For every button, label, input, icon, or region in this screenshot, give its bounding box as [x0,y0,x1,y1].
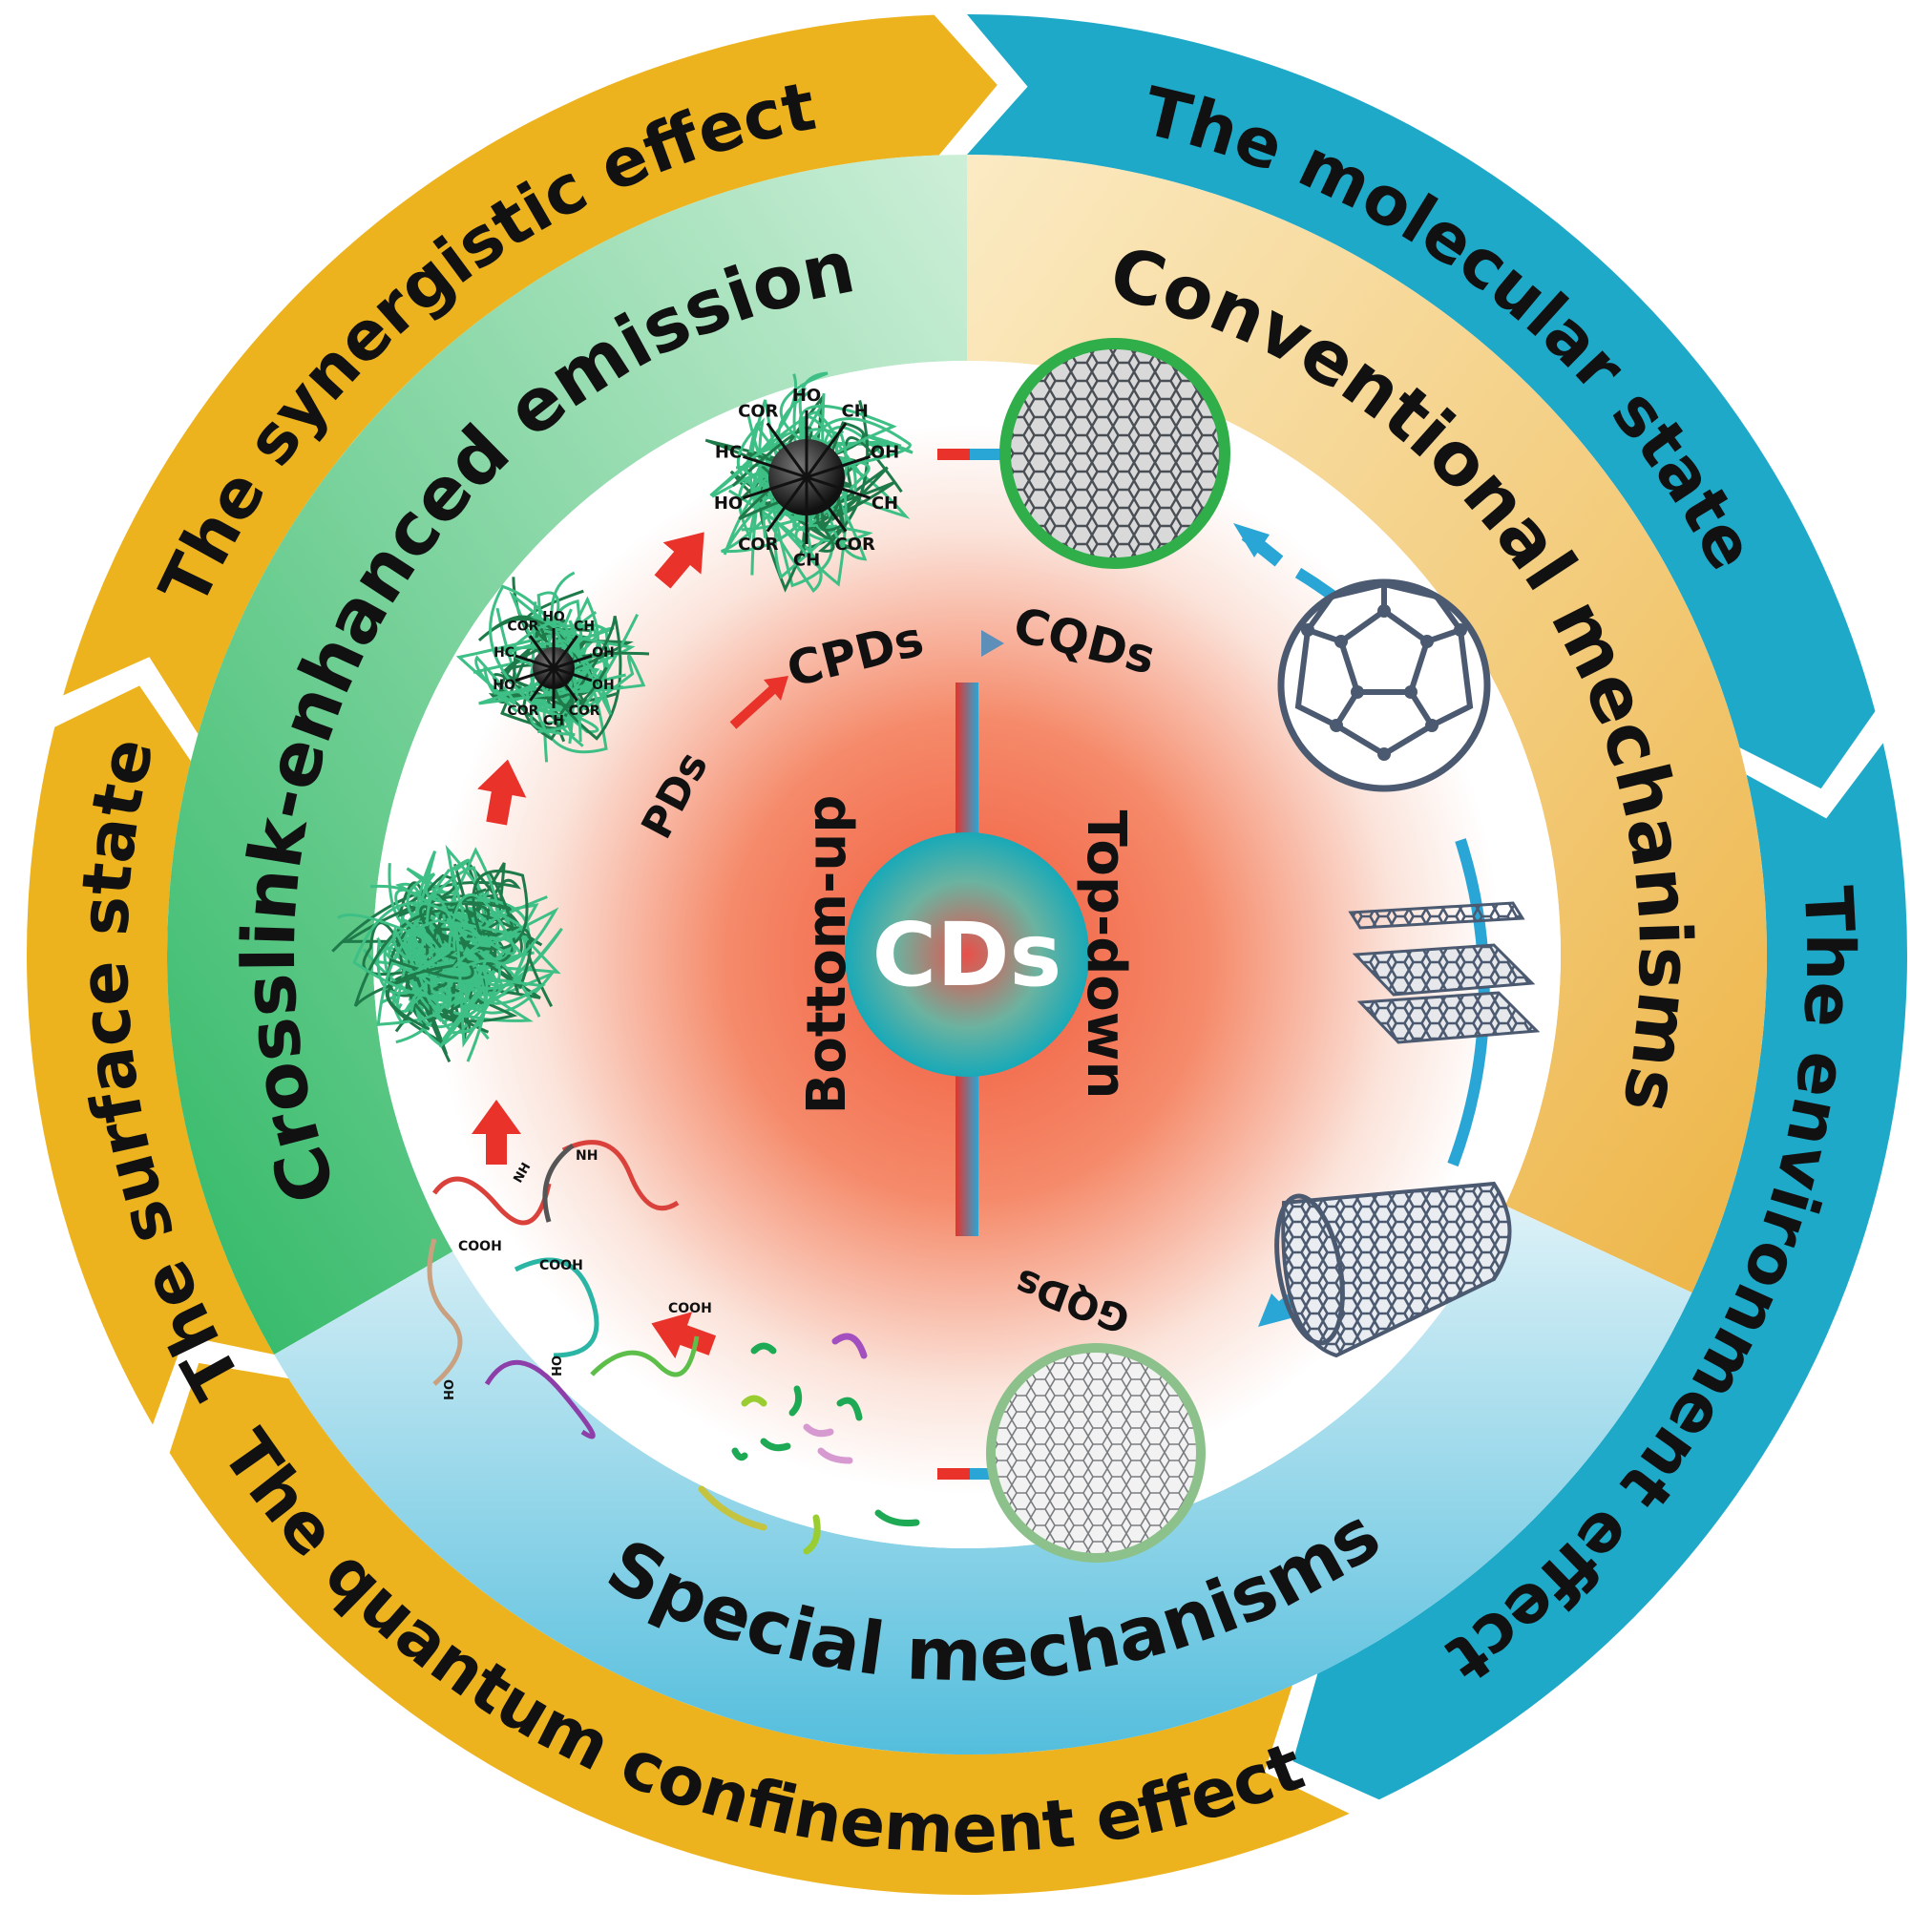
middle-segment-conventional [967,155,1768,1293]
group-label: HC [715,443,742,463]
fragment [750,1342,777,1355]
precursor-chain [431,1176,552,1226]
group-label: OH [592,645,615,661]
precursor-chain [427,1238,463,1386]
fragment [817,1447,853,1464]
precursor-group-label: COOH [539,1258,583,1273]
cqds-graphene-icon [999,338,1230,569]
connector-bottom [937,1468,970,1480]
cds-label: CDs [872,904,1062,1006]
group-label: CH [842,402,869,422]
group-label: OH [871,443,899,463]
group-label: CH [793,551,820,571]
group-label: HO [714,494,743,514]
connector-top [937,449,970,460]
outer-segment-surface [26,685,275,1425]
cpd-small-groups: HO CH OH OH COR CH COR HO HC COR [493,609,614,728]
group-label: COR [738,535,779,555]
group-label: COR [507,704,538,719]
pds-arrow [729,685,777,729]
red-arrow-4 [654,532,704,589]
fragment [788,1385,803,1417]
polymer-tangle-large [331,844,563,1062]
group-label: COR [834,535,875,555]
outer-segment-molecular [967,14,1876,789]
fragment [836,1397,863,1421]
group-label: CH [574,620,595,635]
group-label: COR [507,620,538,635]
middle-segment-crosslink [167,155,967,1355]
outer-ring [26,14,1908,1896]
middle-ring [167,155,1768,1755]
molecular-fragments [698,1333,920,1555]
fragment [698,1485,767,1531]
precursor-chain [514,1257,599,1358]
fragment [803,1423,834,1438]
cpd-large-groups: HO CH OH CH COR CH COR HO HC COR [714,386,899,570]
cds-center-circle [845,832,1089,1077]
fragment [731,1447,748,1461]
bottom-up-arrows [472,532,717,1359]
group-label: HO [792,386,821,406]
middle-segment-special [274,1205,1692,1755]
nanotube-icon [1274,1181,1512,1358]
precursor-group-label: COOH [668,1301,712,1316]
fragment [831,1333,868,1359]
precursor-chain [590,1335,700,1377]
fullerene-icon [1277,578,1491,792]
group-label: HO [493,678,515,693]
precursor-group-label: OH [548,1355,562,1376]
group-label: OH [592,678,615,693]
bottom-up-label: Bottom-up [796,795,858,1115]
group-label: COR [569,704,600,719]
outer-segment-environment [1292,743,1908,1800]
group-label: COR [738,402,779,422]
fragment [874,1509,920,1526]
precursor-group-label: NH [576,1148,598,1164]
precursor-group-label: COOH [458,1239,502,1254]
top-down-label: Top-down [1075,810,1137,1100]
precursor-chain [542,1144,575,1223]
red-arrow-3 [477,759,527,826]
precursor-chain [484,1359,596,1439]
fragment [760,1438,791,1452]
red-arrow-2 [472,1100,521,1165]
graphene-sheets-icon [1348,901,1541,1044]
outer-segment-quantum [169,1362,1350,1896]
outer-segment-synergistic [63,14,998,735]
group-label: HC [494,645,514,661]
group-label: CH [543,714,564,729]
fragment [803,1514,821,1555]
precursor-chain [561,1140,680,1211]
fragment [741,1395,767,1407]
group-label: HO [542,609,565,624]
gqds-graphene-icon [986,1343,1206,1563]
precursor-group-label: OH [440,1379,454,1400]
group-label: CH [872,494,898,514]
